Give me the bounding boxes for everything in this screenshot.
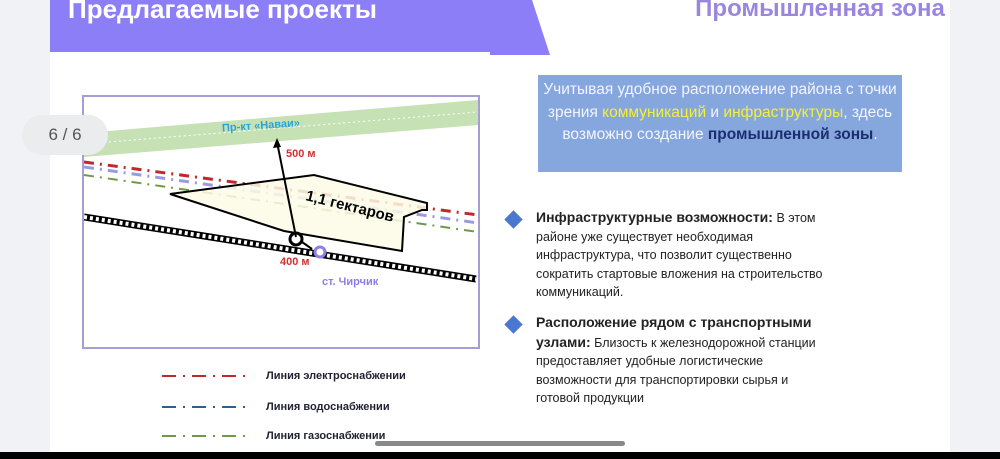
plot-area — [169, 173, 428, 253]
info-text: Учитывая удобное расположение района с т… — [543, 81, 897, 121]
bullet-text: Близость к железнодорожной станции предо… — [536, 335, 816, 406]
station-label: ст. Чирчик — [322, 276, 379, 288]
distance-station-label: 400 м — [280, 256, 310, 268]
slide-title: Предлагаемые проекты — [68, 0, 377, 24]
legend-label: Линия газоснабжении — [266, 430, 386, 442]
header-band: Предлагаемые проекты — [50, 0, 510, 52]
info-emphasis: промышленной зоны — [707, 126, 874, 143]
legend-label: Линия электроснабжении — [266, 370, 406, 382]
system-nav-bar — [0, 452, 1000, 459]
legend-label: Линия водоснабжении — [266, 401, 390, 413]
bullet-title: Инфраструктурные возможности: — [536, 209, 773, 225]
info-highlight: коммуникаций — [602, 103, 707, 121]
legend-swatch — [162, 435, 252, 437]
legend-water: Линия водоснабжении — [162, 401, 390, 413]
info-text: и — [706, 103, 724, 121]
bullet-title: Расположение рядом с транспортными узлам… — [536, 314, 812, 350]
info-text: , здесь возможно создание — [562, 103, 893, 144]
map-drawing: Пр-кт «Наваи» 500 м 1,1 гектаров 400 м с… — [83, 100, 479, 288]
diamond-bullet-icon — [504, 315, 523, 334]
legend-power: Линия электроснабжении — [162, 370, 406, 382]
bullet-infrastructure: Инфраструктурные возможности: В этом рай… — [504, 208, 826, 302]
bullet-text: В этом районе уже существует необходимая… — [536, 211, 823, 299]
road-label: Пр-кт «Наваи» — [222, 117, 301, 134]
presentation-slide: Предлагаемые проекты Промышленная зона У… — [50, 0, 950, 452]
horizontal-scrollbar[interactable] — [375, 441, 625, 446]
bullet-transport: Расположение рядом с транспортными узлам… — [504, 313, 826, 408]
info-text: . — [873, 126, 878, 143]
info-box: Учитывая удобное расположение района с т… — [538, 75, 902, 172]
info-highlight: инфраструктуры — [723, 103, 844, 121]
legend-gas: Линия газоснабжении — [162, 430, 385, 442]
legend-swatch — [162, 406, 252, 408]
distance-road-label: 500 м — [286, 148, 316, 160]
station-marker-icon — [313, 245, 327, 259]
site-map: Пр-кт «Наваи» 500 м 1,1 гектаров 400 м с… — [82, 95, 480, 349]
arrow-up-icon — [273, 138, 281, 148]
diamond-bullet-icon — [504, 210, 523, 229]
page-counter: 6 / 6 — [22, 115, 108, 155]
road-band — [84, 100, 478, 157]
legend-swatch — [162, 375, 252, 377]
zone-title: Промышленная зона — [695, 0, 945, 22]
